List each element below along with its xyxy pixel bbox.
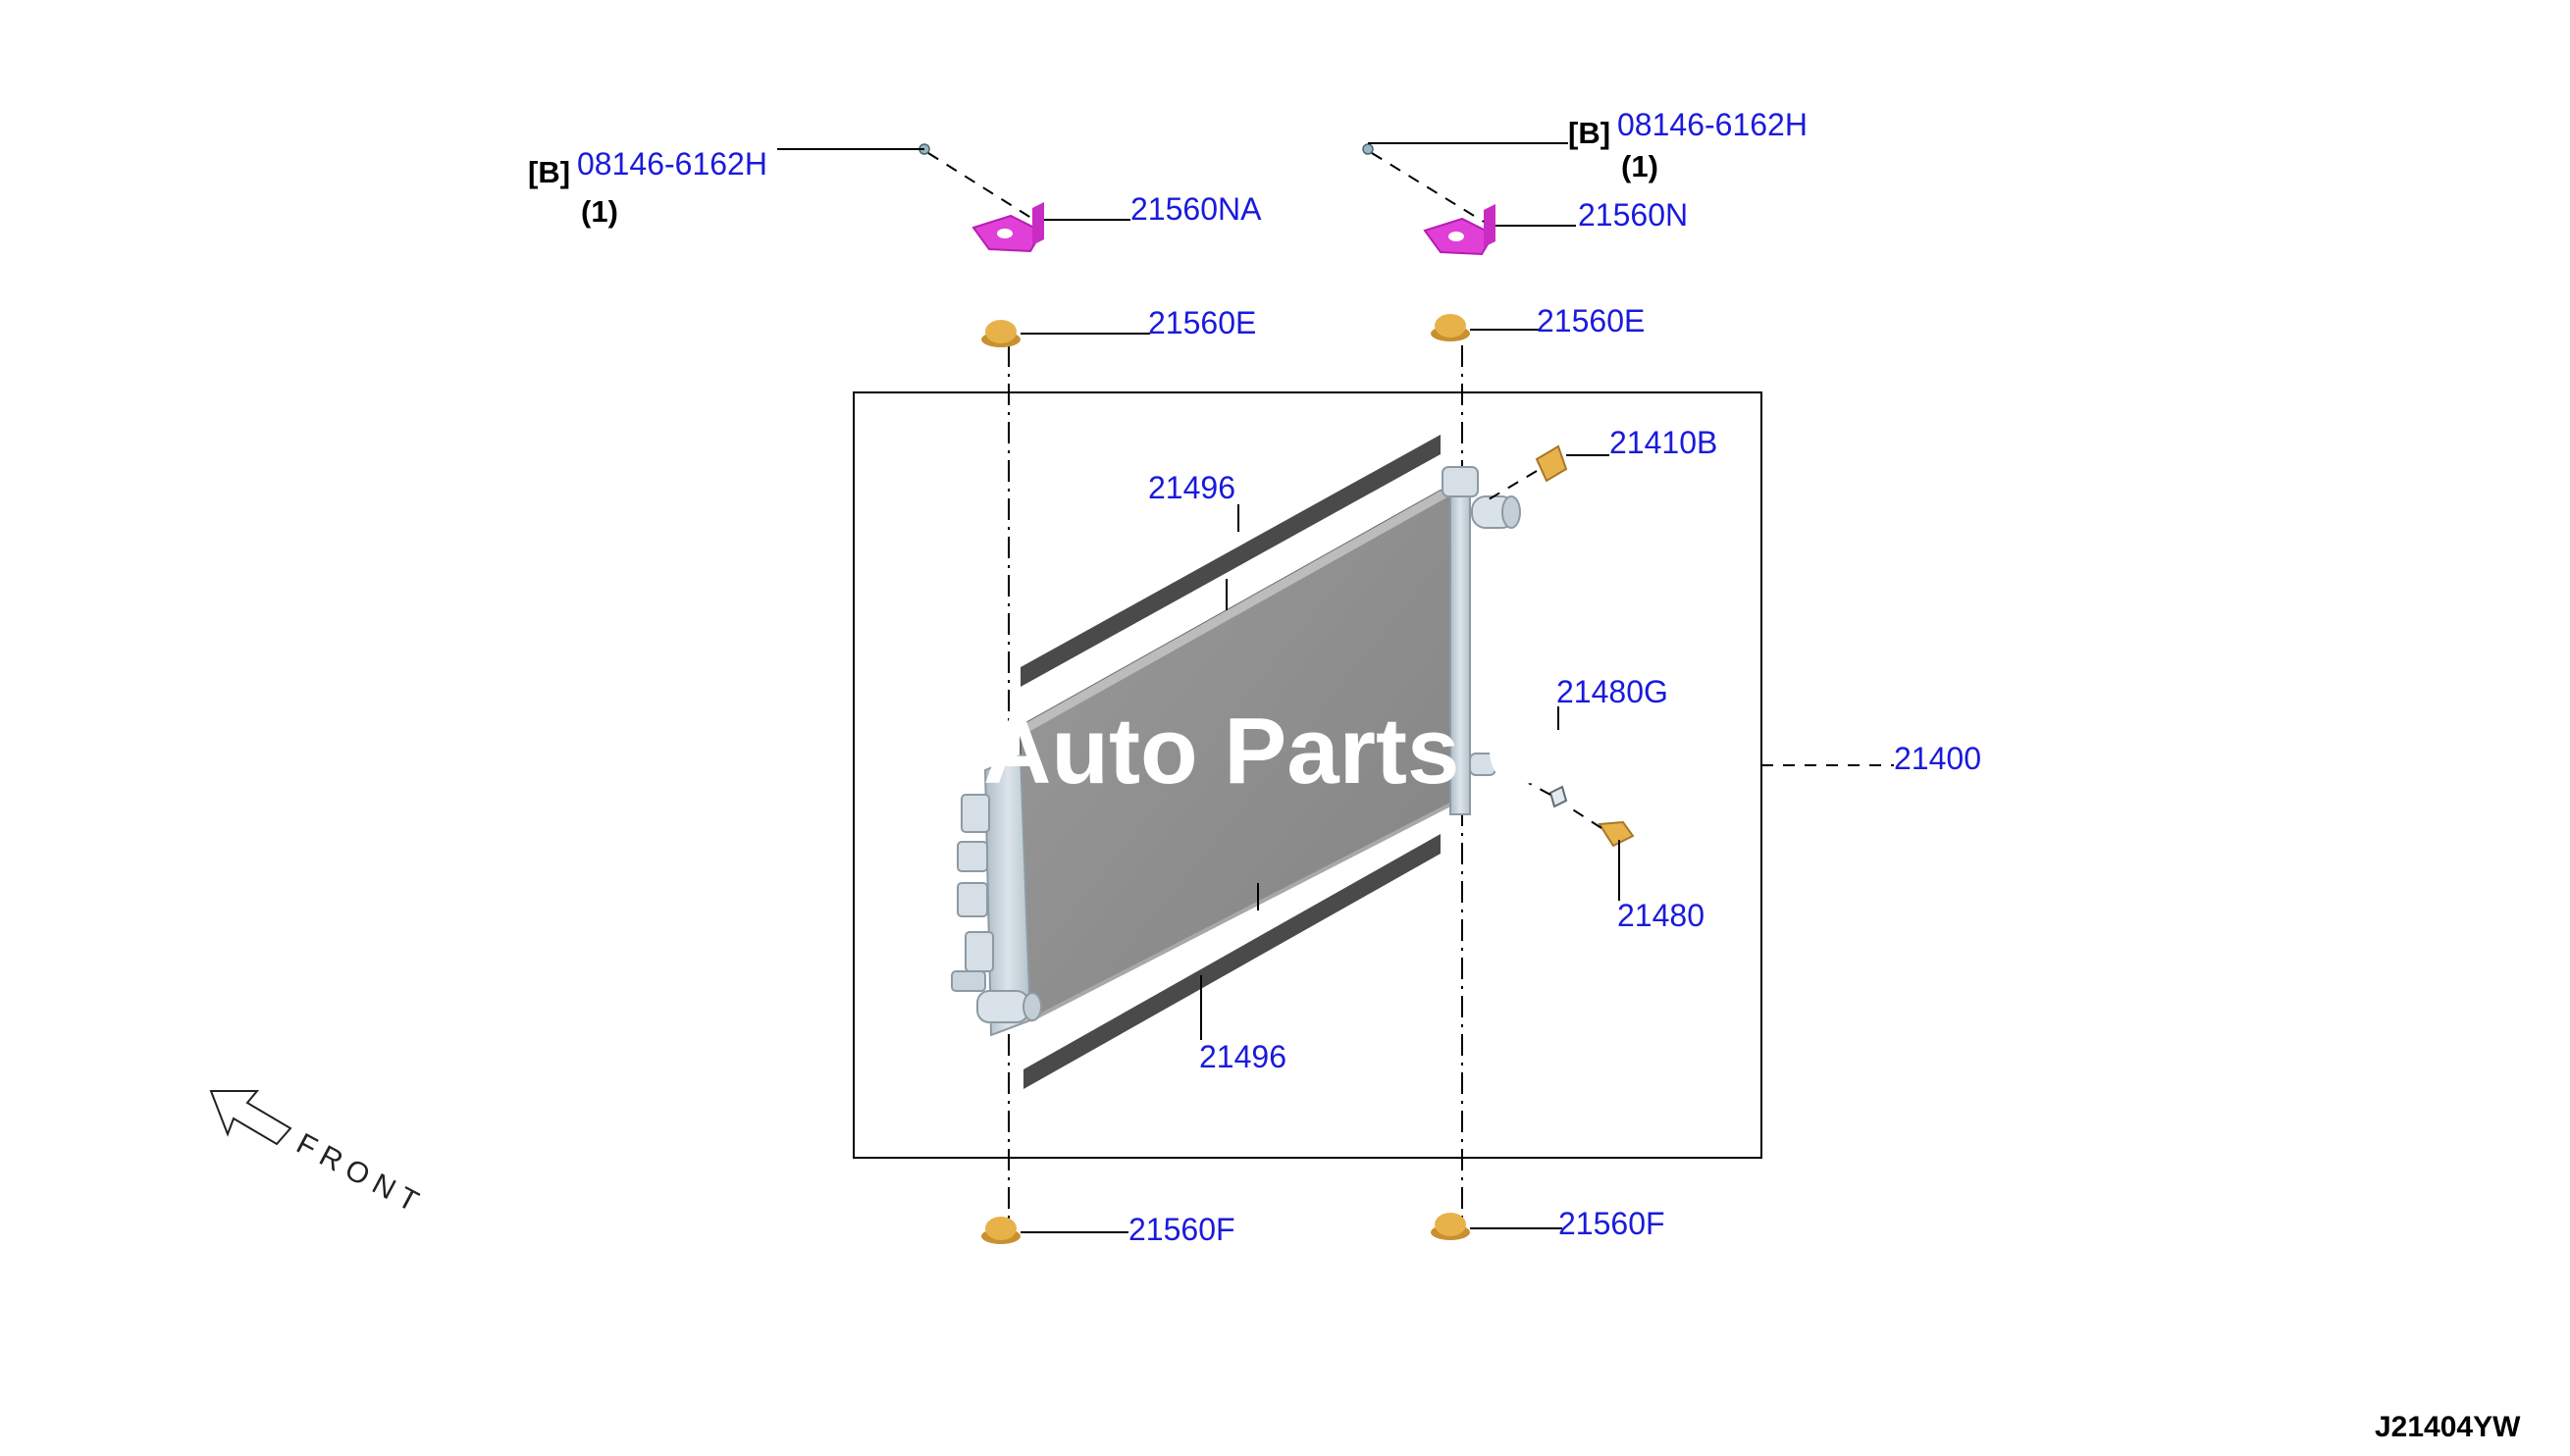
seal-strip-lower <box>1023 834 1441 1089</box>
upper-insulator-right-shape <box>1431 314 1470 341</box>
lower-insulator-right-shape <box>1431 1213 1470 1240</box>
part-label-21560NA[interactable]: 21560NA <box>1130 191 1262 227</box>
bolt-right <box>1362 143 1374 155</box>
part-label-21560F-left[interactable]: 21560F <box>1128 1212 1235 1247</box>
seal-strip-upper <box>1021 435 1441 687</box>
drain-cap-shape <box>1535 444 1568 483</box>
watermark-text: Auto Parts Ca <box>983 699 1606 804</box>
fastener-right-qty: (1) <box>1621 149 1658 183</box>
part-label-21480[interactable]: 21480 <box>1617 898 1705 933</box>
part-label-21480G[interactable]: 21480G <box>1556 674 1668 709</box>
mount-bracket-left-shape <box>971 202 1044 253</box>
fastener-left-part-number[interactable]: 08146-6162H <box>577 146 767 182</box>
upper-insulator-left-shape <box>981 320 1021 347</box>
assembly-frame <box>853 391 1762 1159</box>
mount-bracket-right-shape <box>1423 204 1495 256</box>
part-label-21560N[interactable]: 21560N <box>1578 197 1688 233</box>
part-label-21410B[interactable]: 21410B <box>1609 425 1717 460</box>
diagram-code: J21404YW <box>2375 1411 2521 1443</box>
lower-insulator-left-shape <box>981 1217 1021 1244</box>
drain-plug-shape <box>1548 785 1568 808</box>
front-label: FRONT <box>291 1127 431 1222</box>
radiator-right-tank <box>1442 466 1521 815</box>
part-label-21560E-right[interactable]: 21560E <box>1537 303 1645 338</box>
part-label-21496-upper[interactable]: 21496 <box>1148 470 1235 505</box>
fastener-right-bracket: [B] <box>1568 116 1610 150</box>
front-arrow-icon <box>209 1090 292 1146</box>
fastener-left-qty: (1) <box>581 194 618 229</box>
part-label-21496-lower[interactable]: 21496 <box>1199 1039 1286 1074</box>
fastener-left-bracket: [B] <box>528 155 570 189</box>
radiator-left-tank <box>951 754 1042 1037</box>
drain-cock-shape <box>1598 820 1635 848</box>
part-label-21560E-left[interactable]: 21560E <box>1148 305 1256 340</box>
fastener-right-part-number[interactable]: 08146-6162H <box>1617 107 1808 142</box>
part-label-21400[interactable]: 21400 <box>1894 741 1981 776</box>
part-label-21560F-right[interactable]: 21560F <box>1558 1206 1665 1241</box>
